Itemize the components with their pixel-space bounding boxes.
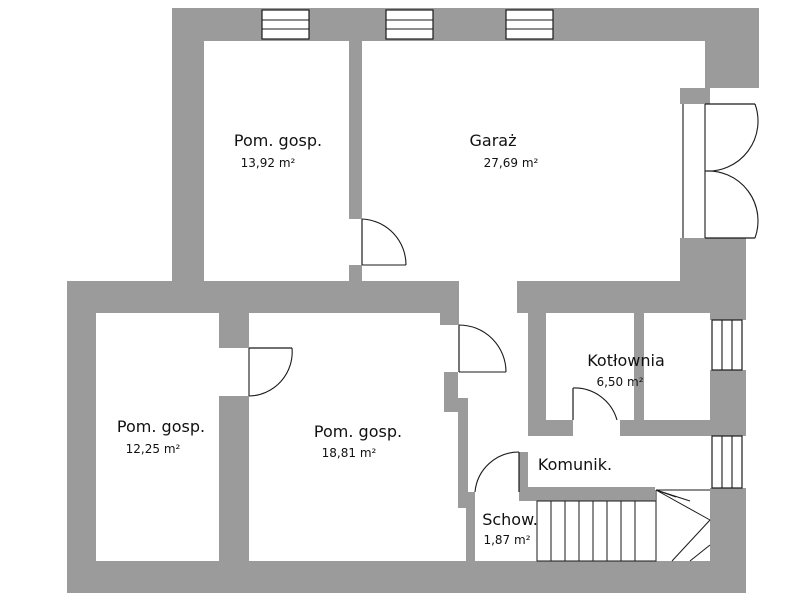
wall-central-lower <box>458 398 468 508</box>
door-middle-room <box>458 324 507 373</box>
wall-boiler-left <box>528 313 546 436</box>
room-name-utility-middle: Pom. gosp. <box>314 422 402 441</box>
wall-top <box>172 8 759 41</box>
window-top-2 <box>385 9 434 40</box>
wall-upper-left <box>172 8 204 282</box>
wall-divider-upper <box>349 41 362 219</box>
window-right-1 <box>711 319 743 371</box>
room-area-boiler: 6,50 m² <box>596 375 643 389</box>
room-area-storage: 1,87 m² <box>483 533 530 547</box>
wall-schow-left <box>466 492 475 563</box>
room-area-utility-left: 12,25 m² <box>126 442 181 456</box>
wall-left <box>67 281 96 593</box>
door-left-room <box>248 347 293 397</box>
window-top-3 <box>505 9 554 40</box>
wall-stair-top <box>519 487 655 501</box>
wall-bottom <box>67 561 746 593</box>
wall-central-top <box>440 313 459 325</box>
wall-boiler-partition <box>634 313 644 436</box>
doors <box>248 103 759 493</box>
wall-mid-right <box>517 281 746 313</box>
windows <box>261 9 743 489</box>
wall-boiler-bottom-left <box>528 420 573 436</box>
room-labels: Pom. gosp. 13,92 m² Garaż 27,69 m² Kotło… <box>117 131 665 547</box>
staircase <box>536 489 711 562</box>
wall-right-upper <box>705 8 759 88</box>
window-top-1 <box>261 9 310 40</box>
door-storage <box>474 451 520 493</box>
garage-double-door <box>682 103 759 239</box>
room-name-storage: Schow. <box>482 510 538 529</box>
walls <box>67 8 759 593</box>
wall-boiler-bottom-right <box>620 420 746 436</box>
door-upper-divider <box>361 218 407 266</box>
wall-left-partition-top <box>219 313 249 348</box>
room-area-utility-middle: 18,81 m² <box>322 446 377 460</box>
wall-right-lower <box>710 488 746 593</box>
wall-mid-left <box>67 281 459 313</box>
wall-garage-right-jamb <box>680 88 710 104</box>
room-name-corridor: Komunik. <box>538 455 612 474</box>
room-name-boiler: Kotłownia <box>587 351 665 370</box>
wall-left-partition-bottom <box>219 396 249 563</box>
room-area-garage: 27,69 m² <box>484 156 539 170</box>
wall-divider-upper-stub <box>349 265 362 282</box>
wall-corridor-stub <box>519 452 528 492</box>
room-name-utility-left: Pom. gosp. <box>117 417 205 436</box>
wall-central-mid <box>444 372 458 412</box>
room-name-garage: Garaż <box>470 131 517 150</box>
wall-right-mid <box>710 290 746 320</box>
door-boiler-room <box>572 387 618 421</box>
window-right-2 <box>711 435 743 489</box>
room-name-utility-top: Pom. gosp. <box>234 131 322 150</box>
room-area-utility-top: 13,92 m² <box>241 156 296 170</box>
